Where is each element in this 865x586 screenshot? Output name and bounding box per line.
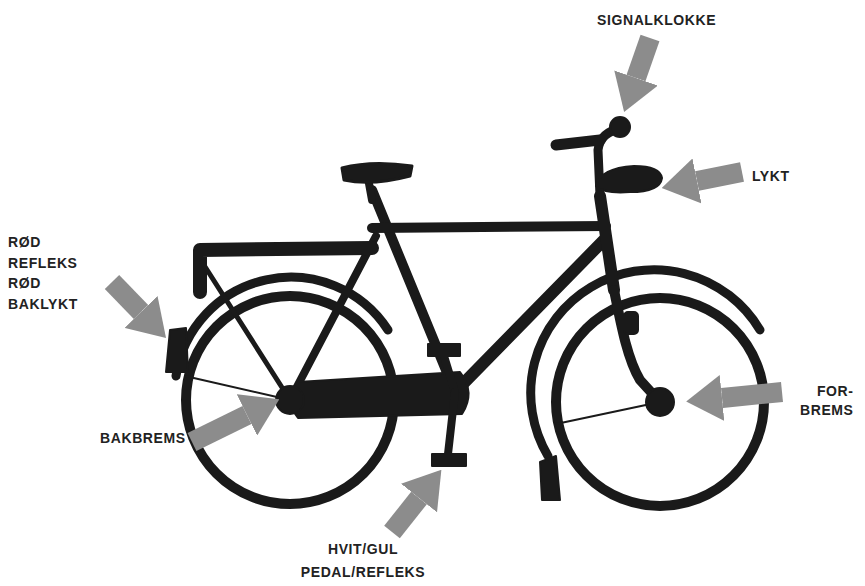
front-fender xyxy=(531,270,760,456)
pointer-arrow xyxy=(192,415,247,442)
pointer-arrows xyxy=(112,38,782,532)
saddle xyxy=(342,163,412,182)
luggage-rack xyxy=(200,248,372,292)
pointer-arrow xyxy=(722,392,782,398)
seat-stay xyxy=(290,236,376,400)
part-label: HVIT/GUL PEDAL/REFLEKS xyxy=(298,538,428,584)
front-mudflap xyxy=(540,456,560,500)
head-tube xyxy=(600,196,614,290)
crank-arm xyxy=(448,392,455,454)
bicycle-silhouette xyxy=(166,117,764,506)
front-hub xyxy=(646,388,674,416)
pointer-arrow xyxy=(392,498,419,532)
handlebar-grip xyxy=(556,140,600,145)
pointer-arrow xyxy=(636,38,650,78)
part-label: LYKT xyxy=(752,166,790,186)
bell xyxy=(610,117,630,137)
front-fork xyxy=(614,290,660,402)
pedal xyxy=(428,344,460,356)
pointer-arrow xyxy=(112,282,141,312)
rear-mudflap xyxy=(166,328,188,372)
lamp xyxy=(596,166,662,192)
part-label: BAKBREMS xyxy=(100,428,186,448)
rear-fender xyxy=(176,277,388,376)
rear-hub xyxy=(276,386,304,414)
rack-strut xyxy=(202,262,290,400)
seat-tube xyxy=(372,190,455,392)
spoke-line xyxy=(556,402,660,424)
down-tube xyxy=(455,240,604,392)
chain-guard xyxy=(291,372,469,418)
crank-arm xyxy=(444,356,455,392)
part-label: FOR- BREMS xyxy=(800,382,854,420)
part-label: RØD REFLEKS RØD BAKLYKT xyxy=(8,232,78,314)
pedal xyxy=(432,454,466,466)
part-label: SIGNALKLOKKE xyxy=(597,10,716,30)
front-brake-caliper xyxy=(624,312,638,334)
pointer-arrow xyxy=(697,172,742,181)
top-tube xyxy=(372,226,606,228)
